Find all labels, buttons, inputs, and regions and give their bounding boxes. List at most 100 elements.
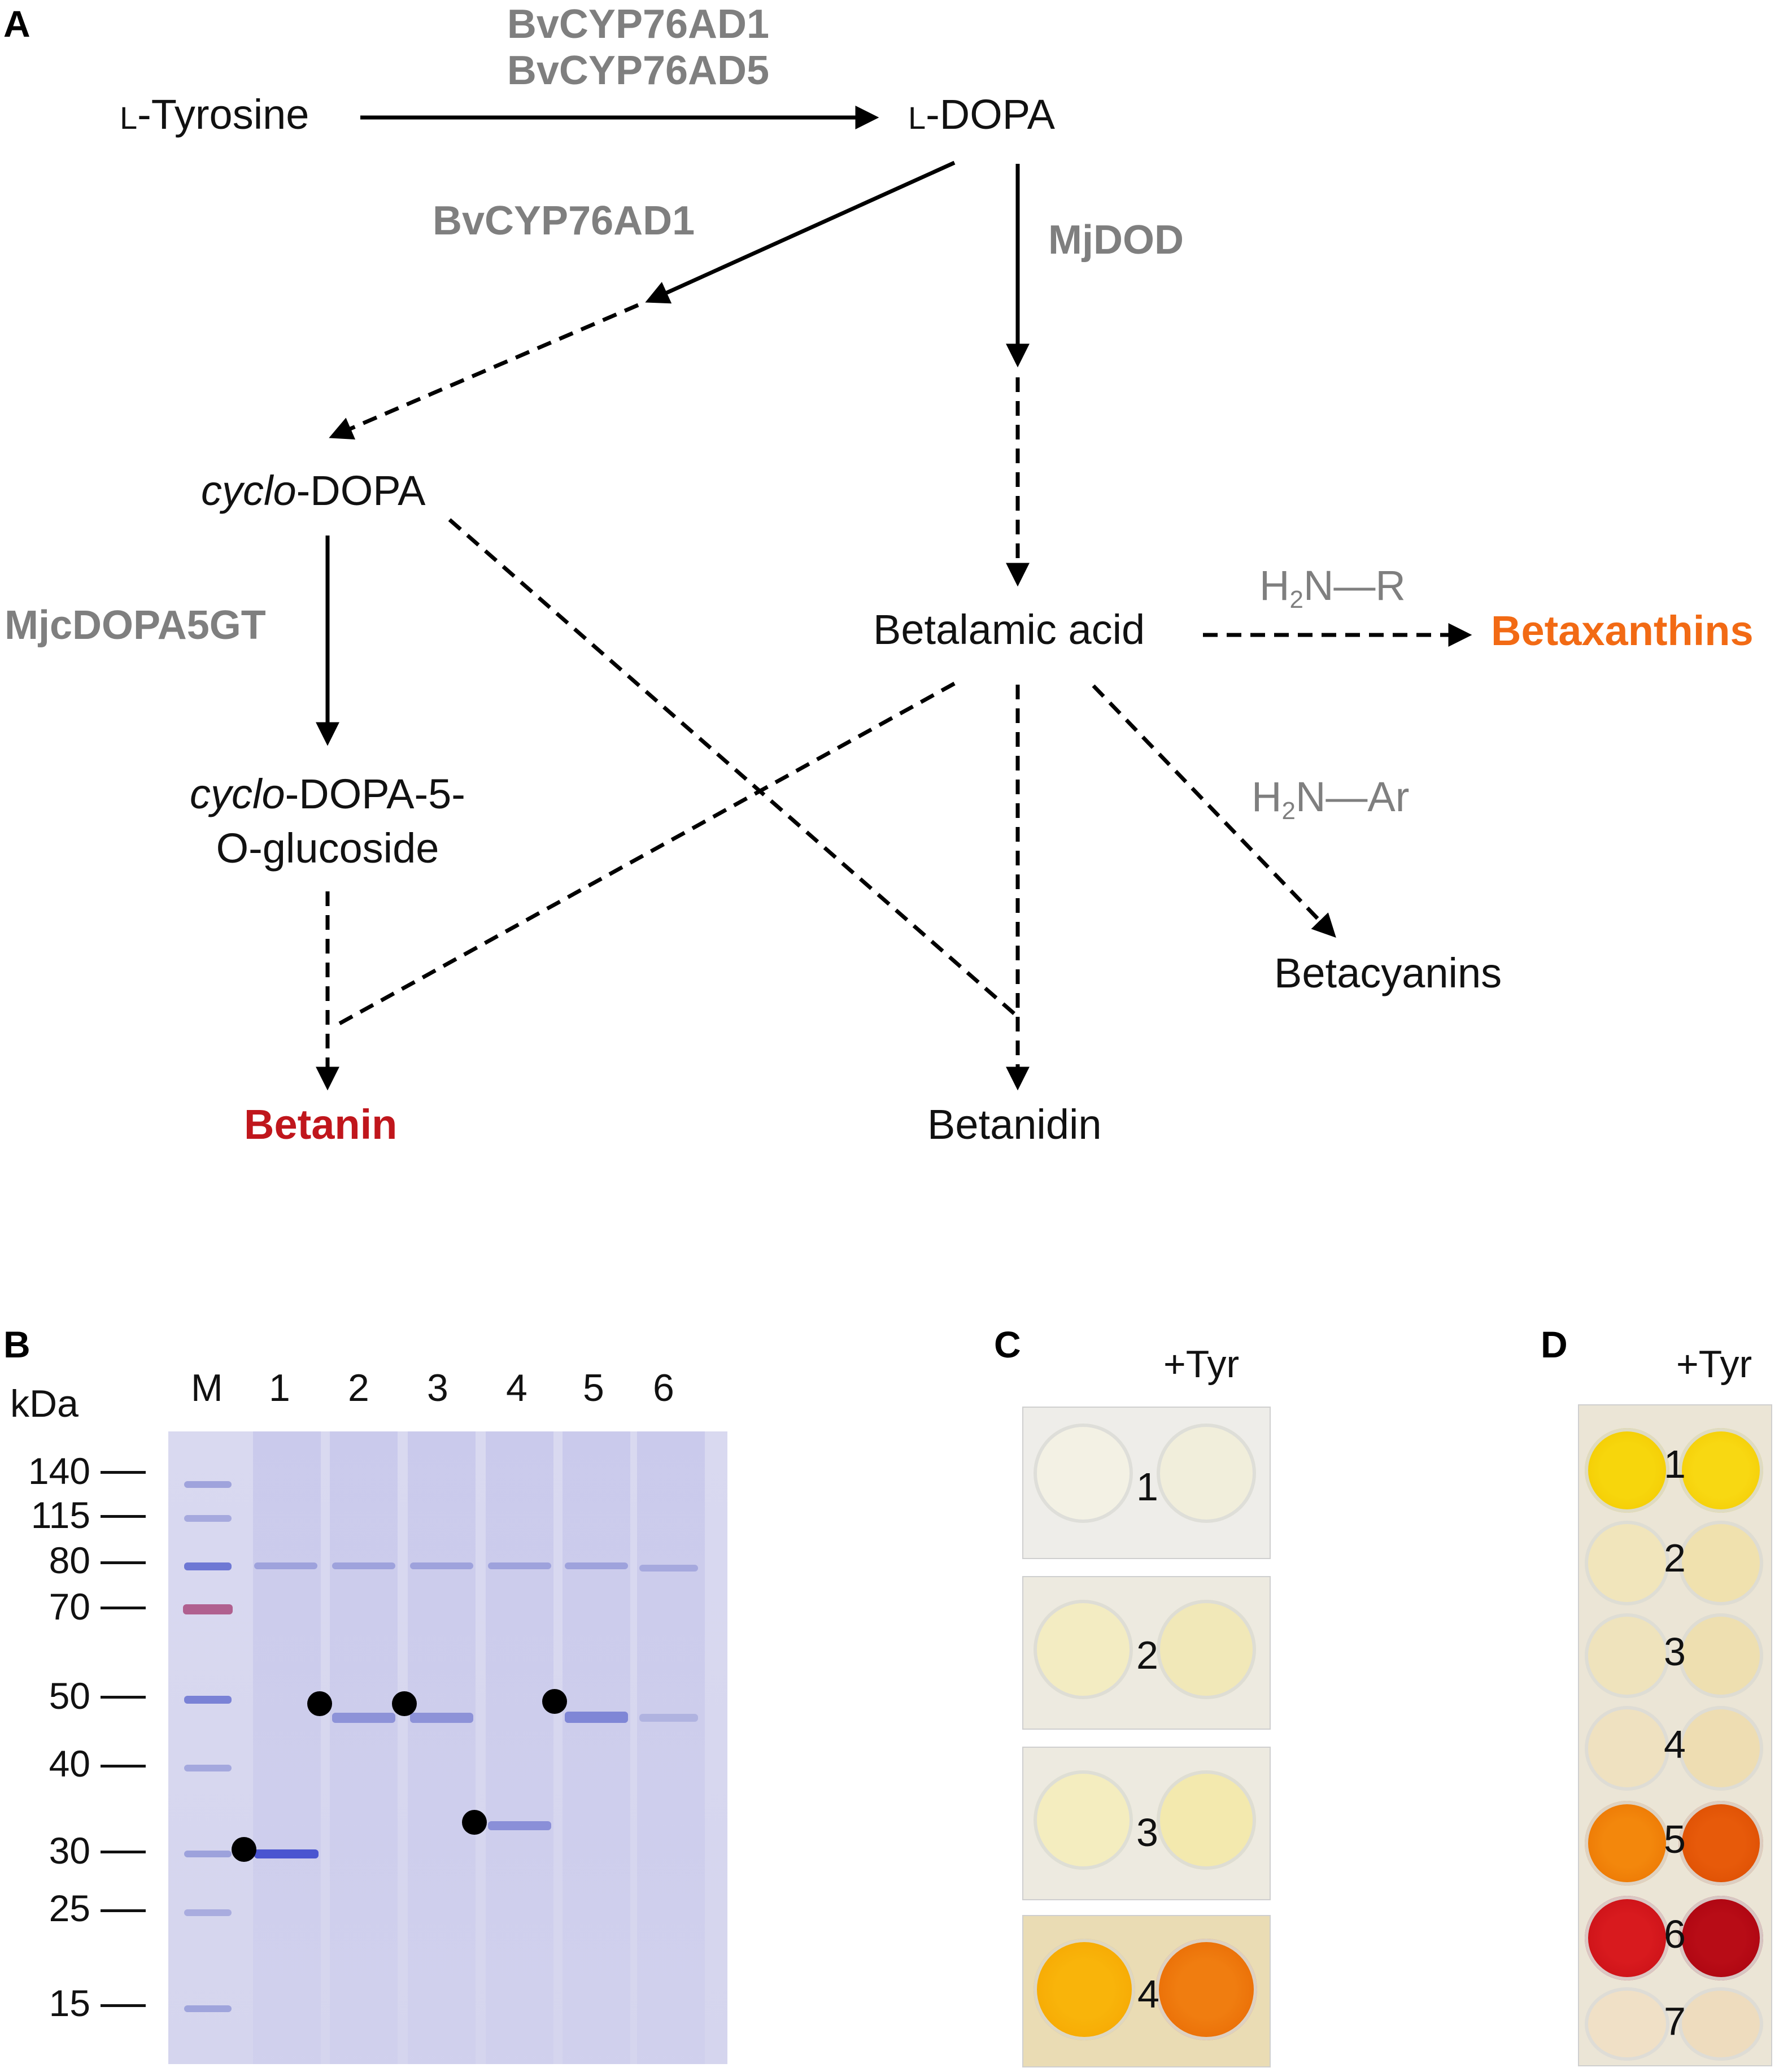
panel-label-a: A	[3, 3, 30, 45]
well-number-c-1: 1	[1136, 1465, 1158, 1509]
enzyme-bvcyp76ad1-ad5: BvCYP76AD1 BvCYP76AD5	[491, 1, 785, 94]
lane-label-6: 6	[653, 1366, 674, 1409]
well-number-d-6: 6	[1664, 1912, 1686, 1956]
well-number-d-3: 3	[1664, 1630, 1686, 1674]
node-l-tyrosine: L-Tyrosine	[120, 90, 309, 138]
pathway-arrows	[316, 106, 1472, 1091]
lane-label-3: 3	[427, 1366, 448, 1409]
well-d2-right	[1678, 1521, 1763, 1605]
band-80-lane-3	[410, 1562, 473, 1569]
node-betaxanthins: Betaxanthins	[1491, 607, 1754, 654]
sds-page-gel-image	[168, 1431, 727, 2064]
well-number-c-2: 2	[1136, 1633, 1158, 1677]
ladder-band-115	[184, 1515, 232, 1522]
marker-25: 25	[49, 1887, 90, 1929]
tick-25	[101, 1909, 146, 1912]
marker-140: 140	[28, 1450, 90, 1492]
marker-115: 115	[30, 1494, 90, 1536]
marker-80: 80	[49, 1539, 90, 1581]
glucoside-italic: cyclo	[190, 771, 285, 817]
expressed-protein-marker-dot	[542, 1689, 567, 1714]
well-c1-right	[1157, 1424, 1256, 1523]
kda-label: kDa	[10, 1382, 79, 1425]
well-d2-left	[1585, 1521, 1669, 1605]
ladder-band-80	[184, 1562, 232, 1570]
glucoside-line2: O-glucoside	[216, 825, 439, 872]
marker-40: 40	[49, 1743, 90, 1784]
well-d7-right	[1678, 1987, 1763, 2061]
lane-label-m: M	[191, 1366, 223, 1409]
well-number-d-4: 4	[1664, 1722, 1686, 1766]
well-number-d-7: 7	[1664, 1999, 1686, 2043]
node-cyclo-dopa-5-o-glucoside: cyclo-DOPA-5- O-glucoside	[173, 767, 482, 876]
well-c2-left	[1034, 1600, 1133, 1699]
lane-4	[486, 1431, 553, 2064]
well-number-c-3: 3	[1136, 1810, 1158, 1855]
treatment-label-d: +Tyr	[1676, 1343, 1752, 1386]
lane-6	[637, 1431, 705, 2064]
band-80-lane-6	[639, 1565, 698, 1572]
panel-label-c: C	[994, 1324, 1021, 1365]
plate-photo-c-4: 4	[1022, 1915, 1271, 2067]
panel-label-d: D	[1541, 1324, 1568, 1365]
lane-5	[563, 1431, 630, 2064]
band-80-lane-5	[565, 1562, 628, 1569]
enzyme-bvcyp76ad1-cyclization: BvCYP76AD1	[433, 198, 695, 243]
tick-140	[101, 1471, 146, 1474]
well-d5-left	[1585, 1801, 1669, 1886]
cyclo-italic: cyclo	[201, 467, 296, 514]
well-c4-left	[1034, 1939, 1135, 2040]
amine-r-rest: N—R	[1303, 562, 1406, 609]
tick-70	[101, 1607, 146, 1609]
node-cyclo-dopa: cyclo-DOPA	[201, 467, 425, 515]
arrow-betalamic-to-betacyanins	[1092, 684, 1336, 938]
band-80-lane-4	[488, 1562, 551, 1569]
node-betanin: Betanin	[244, 1101, 398, 1148]
well-number-d-2: 2	[1664, 1536, 1686, 1580]
glucoside-line1: -DOPA-5-	[285, 771, 465, 817]
lane-label-1: 1	[269, 1366, 290, 1409]
plate-photo-c-2: 2	[1022, 1576, 1271, 1730]
amine-ar-h: H	[1252, 773, 1282, 820]
band-80-lane-1	[254, 1562, 317, 1569]
node-betanidin: Betanidin	[927, 1101, 1102, 1148]
band-expressed-lane-5	[565, 1712, 628, 1723]
well-d1-right	[1678, 1428, 1763, 1513]
tick-15	[101, 2004, 146, 2007]
cyclo-dopa-label: -DOPA	[296, 467, 426, 514]
well-number-d-5: 5	[1664, 1817, 1686, 1861]
amine-h2n-ar: H2N—Ar	[1252, 773, 1409, 825]
ladder-band-70	[183, 1604, 233, 1614]
band-expressed-lane-6	[639, 1714, 698, 1722]
ladder-band-30	[184, 1851, 232, 1857]
well-number-d-1: 1	[1664, 1442, 1686, 1486]
well-c3-right	[1157, 1770, 1256, 1870]
expressed-protein-marker-dot	[392, 1691, 417, 1716]
amine-ar-rest: N—Ar	[1295, 773, 1410, 820]
plate-photo-c-3: 3	[1022, 1747, 1271, 1900]
node-l-dopa: L-DOPA	[908, 90, 1055, 138]
well-c2-right	[1157, 1600, 1256, 1699]
enzyme-mjcdopa5gt: MjcDOPA5GT	[5, 603, 266, 648]
node-betacyanins: Betacyanins	[1274, 950, 1502, 996]
well-c1-left	[1034, 1424, 1133, 1523]
band-expressed-lane-3	[410, 1713, 473, 1723]
enzyme-bvcyp76ad5-label: BvCYP76AD5	[507, 48, 770, 93]
band-expressed-lane-1	[254, 1849, 319, 1858]
enzyme-mjdod: MjDOD	[1048, 217, 1184, 263]
amine-h2n-r: H2N—R	[1259, 561, 1406, 614]
enzyme-bvcyp76ad1-label: BvCYP76AD1	[507, 2, 770, 47]
well-number-c-4: 4	[1137, 1972, 1159, 2016]
l-prefix: L	[120, 100, 138, 136]
tyrosine-label: -Tyrosine	[137, 91, 309, 138]
marker-30: 30	[49, 1830, 90, 1871]
ladder-band-25	[184, 1909, 232, 1916]
well-d6-left	[1585, 1896, 1669, 1980]
amine-r-h: H	[1259, 562, 1290, 609]
ladder-band-40	[184, 1765, 232, 1771]
tick-80	[101, 1561, 146, 1564]
well-d5-right	[1678, 1801, 1763, 1886]
well-d4-left	[1585, 1706, 1669, 1791]
well-c3-left	[1034, 1770, 1133, 1870]
amine-r-sub: 2	[1289, 586, 1303, 613]
